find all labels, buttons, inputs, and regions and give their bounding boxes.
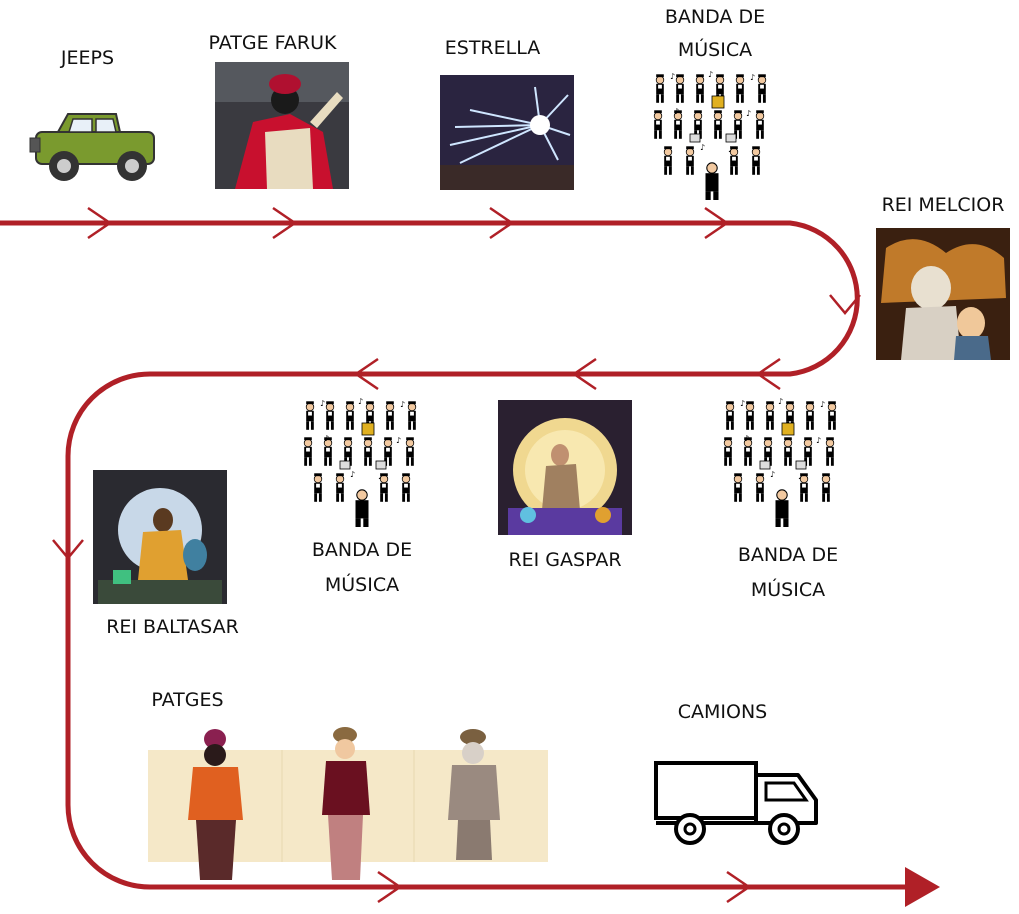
svg-text:♪: ♪ <box>708 70 713 79</box>
svg-text:♪: ♪ <box>400 400 405 409</box>
rei-gaspar-label: REI GASPAR <box>508 549 622 571</box>
banda-1-label-line2: MÚSICA <box>677 39 753 61</box>
banda-3-label-line1: BANDA DE <box>737 544 839 566</box>
pages-photo <box>148 725 548 890</box>
svg-text:♪: ♪ <box>358 397 363 406</box>
svg-text:♪: ♪ <box>746 109 751 118</box>
svg-text:♪: ♪ <box>378 472 383 481</box>
rei-melcior-label: REI MELCIOR <box>881 194 1005 216</box>
svg-text:♪: ♪ <box>396 436 401 445</box>
svg-text:♪: ♪ <box>820 400 825 409</box>
banda-1-label-line1: BANDA DE <box>664 6 766 28</box>
banda-3-label-line2: MÚSICA <box>750 579 826 601</box>
star-float-photo <box>440 75 574 190</box>
camions-label: CAMIONS <box>677 701 768 723</box>
svg-text:♪: ♪ <box>728 145 733 154</box>
banda-2-label-line2: MÚSICA <box>324 574 400 596</box>
marching-band-icon: ♪ ♪ ♪ ♪ ♪ ♪ ♪ <box>650 68 775 200</box>
truck-icon <box>648 755 823 850</box>
jeeps-label: JEEPS <box>60 47 115 69</box>
svg-text:♪: ♪ <box>750 73 755 82</box>
svg-text:♪: ♪ <box>670 72 675 81</box>
svg-text:♪: ♪ <box>798 472 803 481</box>
route-line <box>0 220 910 890</box>
patge-faruk-label: PATGE FARUK <box>208 32 337 54</box>
svg-text:♪: ♪ <box>770 470 775 479</box>
jeep-icon <box>28 110 163 185</box>
route-end-arrow <box>905 867 940 907</box>
svg-text:♪: ♪ <box>778 397 783 406</box>
estrella-label: ESTRELLA <box>444 37 541 59</box>
route-direction-marks <box>52 206 861 904</box>
svg-text:♪: ♪ <box>324 434 329 443</box>
rei-baltasar-label: REI BALTASAR <box>106 616 239 638</box>
banda-2-label-line1: BANDA DE <box>311 539 413 561</box>
svg-text:♪: ♪ <box>674 107 679 116</box>
svg-text:♪: ♪ <box>350 470 355 479</box>
patges-label: PATGES <box>151 689 224 711</box>
king-gaspar-photo <box>498 400 632 535</box>
marching-band-icon: ♪ ♪ ♪ ♪ ♪ ♪ ♪ <box>300 395 425 527</box>
king-melcior-photo <box>876 228 1010 360</box>
svg-text:♪: ♪ <box>320 399 325 408</box>
marching-band-icon: ♪ ♪ ♪ ♪ ♪ ♪ ♪ <box>720 395 845 527</box>
king-baltasar-photo <box>93 470 227 604</box>
svg-text:♪: ♪ <box>816 436 821 445</box>
patge-faruk-photo <box>215 62 349 189</box>
svg-text:♪: ♪ <box>700 143 705 152</box>
svg-text:♪: ♪ <box>740 399 745 408</box>
svg-text:♪: ♪ <box>744 434 749 443</box>
